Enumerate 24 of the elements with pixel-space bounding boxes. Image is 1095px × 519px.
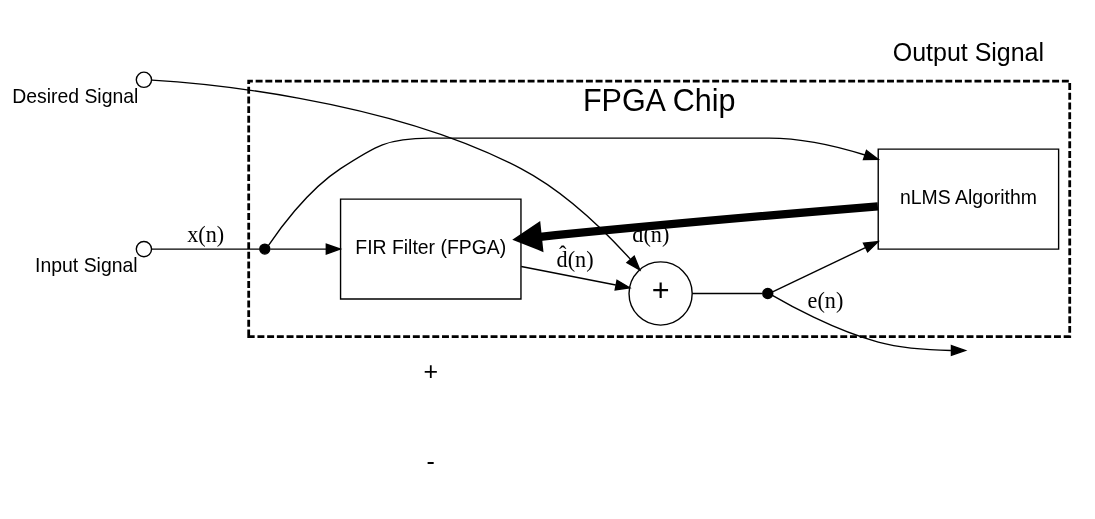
node-box: FIR Filter (FPGA) <box>339 198 522 300</box>
node-circle: + <box>628 261 693 326</box>
node-label: Input Signal <box>35 254 138 277</box>
label: + <box>423 357 439 386</box>
label: Output Signal <box>892 37 1045 66</box>
arrow <box>267 137 881 247</box>
node-dot <box>259 243 271 255</box>
node-dot <box>762 287 774 300</box>
node-label: Desired Signal <box>12 84 139 107</box>
arrow <box>269 243 343 255</box>
edge-label: e(n) <box>807 288 844 314</box>
edge-label: x(n) <box>187 221 225 247</box>
arrow <box>771 240 880 293</box>
connector <box>691 292 763 295</box>
arrow <box>771 294 968 357</box>
node-circle <box>135 240 153 258</box>
connector <box>150 248 261 250</box>
node-box: nLMS Algorithm <box>877 148 1060 250</box>
label: - <box>426 447 435 476</box>
arrow <box>512 202 879 253</box>
arrow <box>151 79 642 272</box>
arrow <box>520 265 632 291</box>
node-circle <box>135 71 153 89</box>
edge-label: d̂(n) <box>556 246 594 272</box>
